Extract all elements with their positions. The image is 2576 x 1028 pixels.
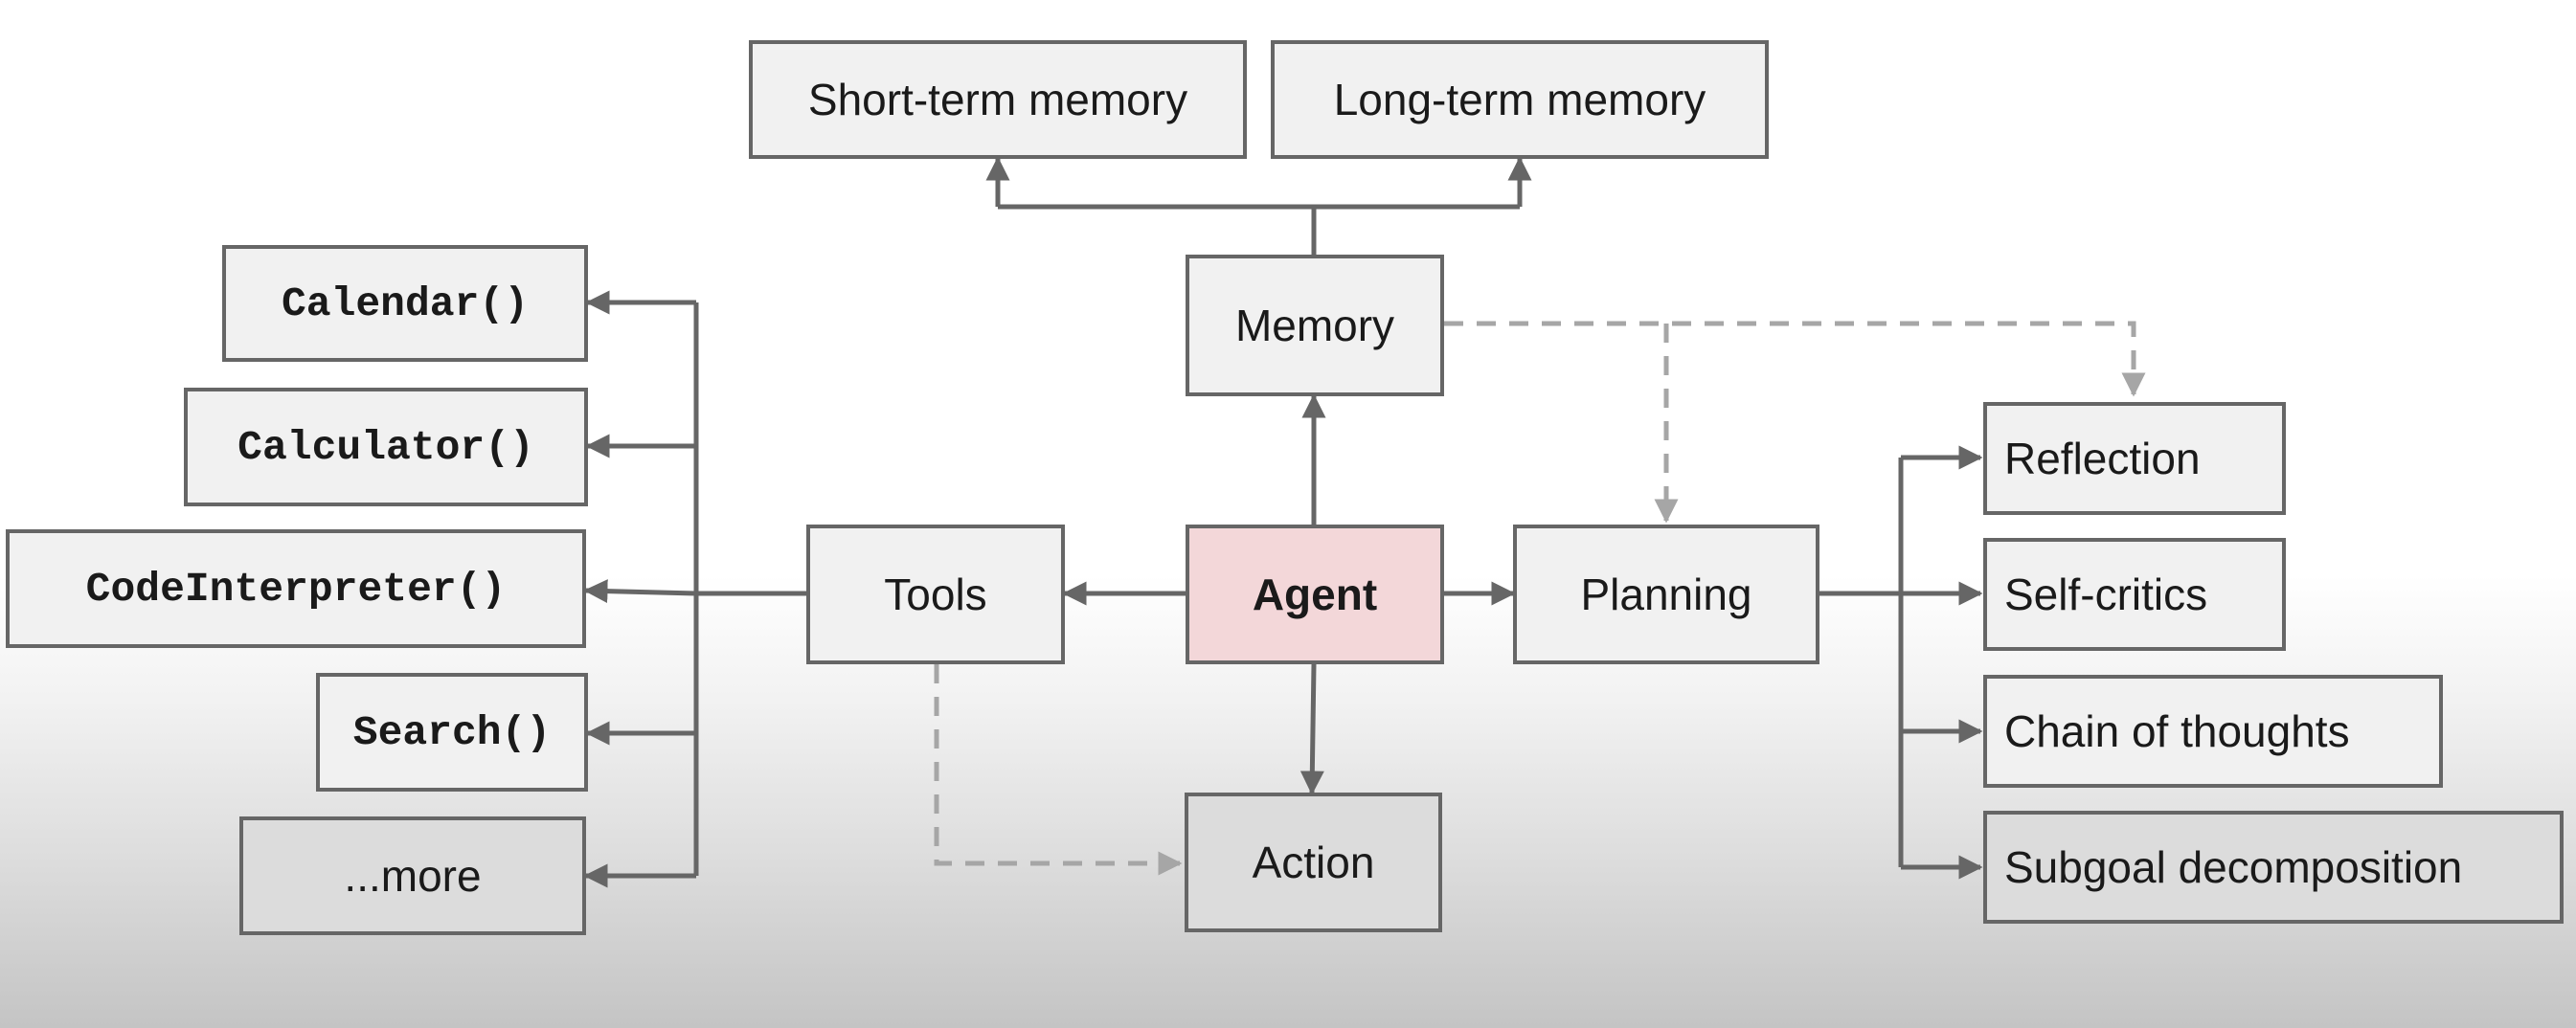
memory-box: Memory	[1186, 255, 1444, 396]
calculator-tool-box: Calculator()	[184, 388, 588, 506]
dashed-memory-to-planning-and-reflection	[1444, 321, 2146, 397]
long-term-memory-box: Long-term memory	[1271, 40, 1769, 159]
search-tool-box: Search()	[316, 673, 588, 792]
arrow-agent-to-action	[1299, 663, 1324, 795]
agent-connectors	[1062, 393, 1516, 795]
agent-box: Agent	[1186, 525, 1444, 664]
code-interpreter-tool-box: CodeInterpreter()	[6, 529, 586, 648]
self-critics-box: Self-critics	[1983, 538, 2286, 651]
chain-of-thoughts-box: Chain of thoughts	[1983, 675, 2443, 788]
tools-box: Tools	[806, 525, 1065, 664]
memory-to-memory-types-connector	[985, 156, 1532, 255]
tools-to-functions-connector	[583, 290, 809, 888]
action-box: Action	[1185, 793, 1442, 932]
short-term-memory-box: Short-term memory	[749, 40, 1247, 159]
planning-box: Planning	[1513, 525, 1819, 664]
arrow-to-code-interpreter	[583, 579, 697, 604]
dashed-connectors	[934, 321, 2146, 876]
reflection-box: Reflection	[1983, 402, 2286, 515]
subgoal-decomposition-box: Subgoal decomposition	[1983, 811, 2564, 924]
planning-to-techniques-connector	[1816, 445, 1983, 880]
dashed-tools-to-action	[934, 664, 1183, 876]
more-tools-box: ...more	[239, 816, 586, 935]
calendar-tool-box: Calendar()	[222, 245, 588, 362]
